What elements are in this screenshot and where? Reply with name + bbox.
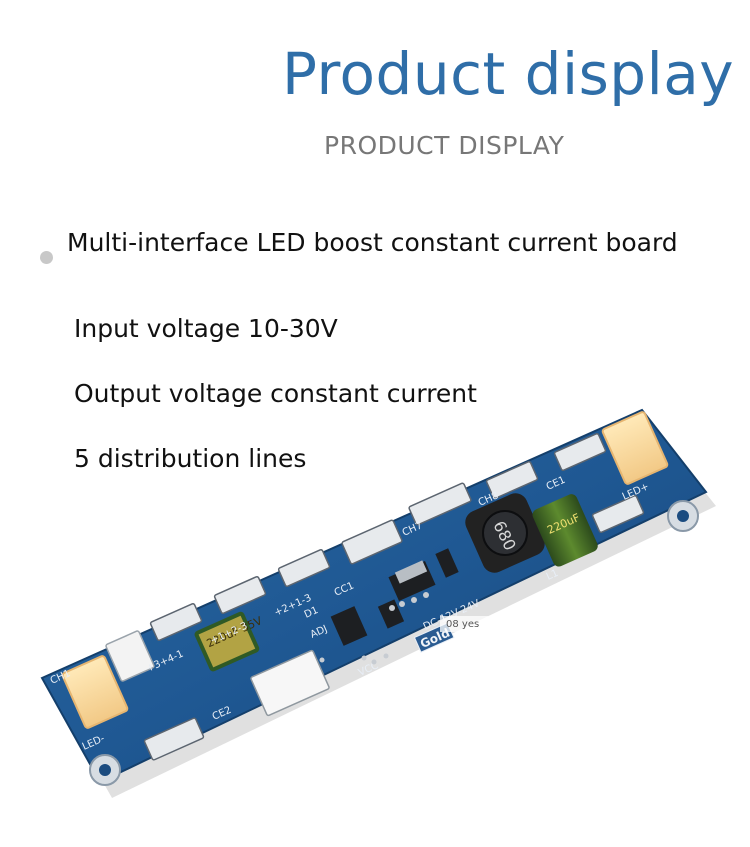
led-pad-left (61, 655, 129, 729)
product-image: 220uF 35V 680 220uF DC-12V-24V CH1 +3+4-… (0, 380, 750, 847)
spec-distribution-lines: 5 distribution lines (74, 444, 307, 473)
svg-text:D1: D1 (303, 605, 320, 621)
capacitor-small: 220uF 35V (194, 611, 265, 672)
spec-output-voltage: Output voltage constant current (74, 379, 477, 408)
inductor: 680 (465, 493, 545, 573)
page-subtitle: PRODUCT DISPLAY (324, 131, 565, 160)
led-pad-right (601, 411, 669, 485)
watermark-text: 08 yes (446, 619, 479, 630)
page-title: Product display (282, 40, 735, 108)
mounting-hole-left (89, 754, 121, 786)
svg-text:L1: L1 (545, 568, 560, 583)
bullet-dot-icon (40, 251, 53, 264)
mounting-hole-right (667, 500, 699, 532)
pcb-board (40, 408, 708, 784)
product-headline: Multi-interface LED boost constant curre… (67, 228, 678, 257)
spec-input-voltage: Input voltage 10-30V (74, 314, 338, 343)
input-header (105, 630, 330, 717)
capacitor-large: 220uF (532, 494, 598, 567)
led-boost-board-image: 220uF 35V 680 220uF DC-12V-24V CH1 +3+4-… (40, 408, 716, 798)
